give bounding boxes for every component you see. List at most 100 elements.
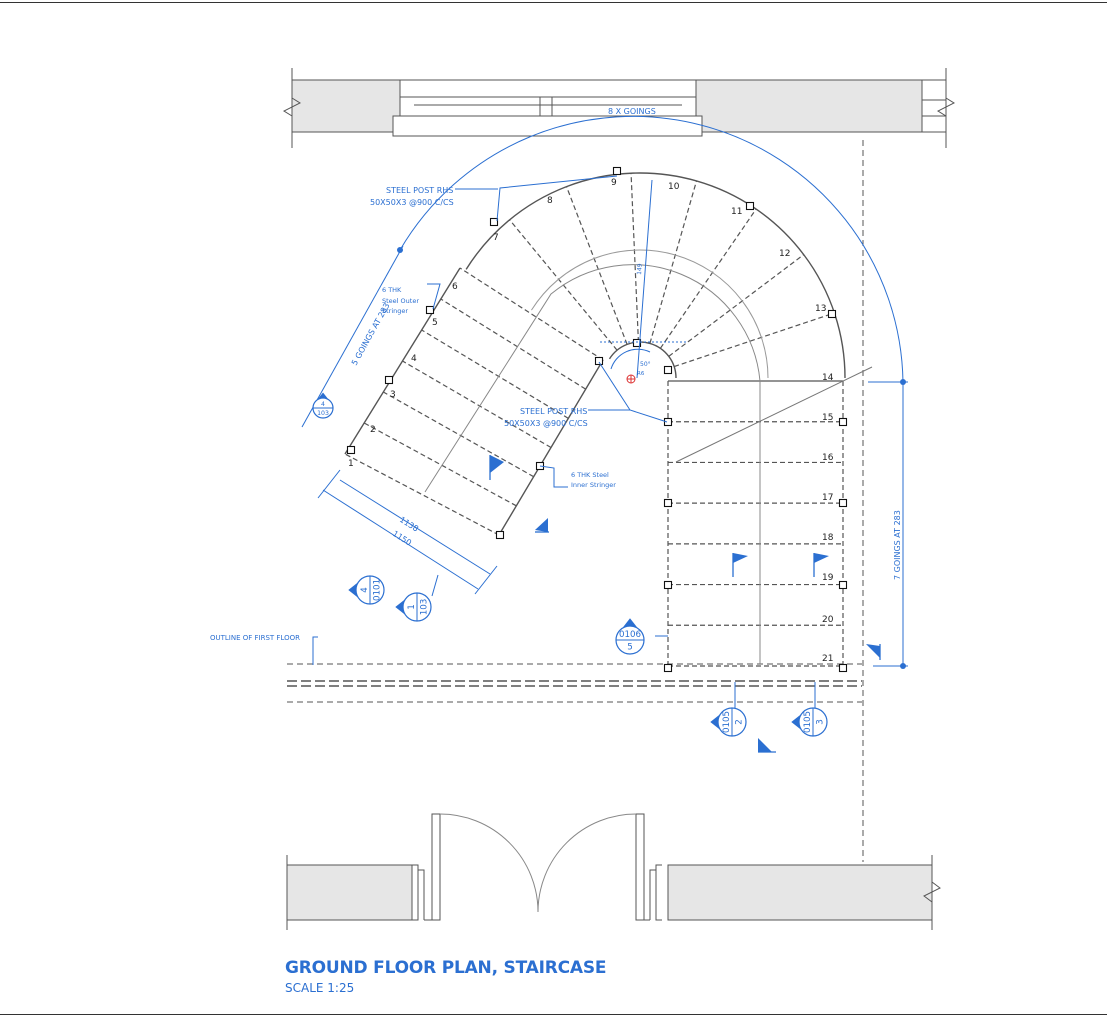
tread-line (344, 453, 500, 536)
tread-number: 18 (822, 533, 834, 543)
tread-number: 5 (432, 318, 438, 328)
section-pointer-icon (622, 618, 638, 629)
section-marker: 0106 5 (615, 618, 645, 655)
section-marker-top: 0105 (803, 711, 813, 733)
walkline (424, 264, 761, 664)
tread-number: 9 (611, 178, 617, 188)
tread-number: 8 (547, 196, 553, 206)
left-door-swing (439, 813, 539, 913)
tread-number: 1 (348, 459, 354, 469)
section-marker-bottom: 3 (816, 719, 826, 725)
winder-tread-line (630, 173, 640, 343)
first-floor-outline-lines (287, 663, 862, 703)
stair-treads (344, 173, 843, 667)
steel-post-mid-label-1: STEEL POST RHS (520, 407, 587, 416)
steel-post-marker (663, 580, 673, 590)
steel-post-marker (384, 375, 394, 385)
view-flag-icon (535, 518, 548, 532)
tread-line (459, 267, 604, 361)
steel-post-marker (663, 365, 673, 375)
dim-1138-label: 1138 (398, 515, 420, 533)
annotation-labels: 8 X GOINGS STEEL POST RHS 50X50X3 @900 C… (210, 107, 902, 642)
tread-number: 19 (822, 573, 834, 583)
left-goings-dimension (301, 245, 404, 428)
view-flag-icon (814, 553, 829, 563)
steel-post-marker (425, 305, 435, 315)
angle-label: 50° (640, 361, 651, 368)
inner-stringer-label-2: Inner Stringer (571, 481, 616, 489)
right-goings-label: 7 GOINGS AT 283 (893, 510, 902, 580)
section-pointer-icon (791, 714, 802, 730)
tread-number: 21 (822, 654, 833, 664)
dim-tick (900, 379, 906, 385)
view-flags (489, 455, 881, 753)
section-marker-bottom: 103 (420, 599, 430, 616)
top-wall-left-segment (291, 79, 401, 133)
drawing-title: GROUND FLOOR PLAN, STAIRCASE (285, 958, 607, 978)
section-pointer-icon (348, 582, 359, 598)
view-flag-icon (733, 553, 748, 563)
tread-number: 16 (822, 453, 834, 463)
section-marker-bottom: 103 (317, 410, 329, 417)
section-marker-bottom: 5 (627, 643, 633, 653)
tread-number: 14 (822, 373, 834, 383)
walkline-arc (531, 249, 769, 379)
tread-line (421, 329, 569, 419)
outline-first-floor-label: OUTLINE OF FIRST FLOOR (210, 634, 300, 642)
inner-stringer-label-1: 6 THK Steel (571, 471, 609, 479)
steel-post-marker (663, 417, 673, 427)
outer-stringer-label-3: Stringer (382, 307, 408, 315)
top-wall-break-lines (282, 68, 956, 148)
section-marker-top: 0106 (619, 630, 641, 640)
section-marker-bottom: 0101 (373, 579, 383, 601)
right-door-swing (537, 813, 637, 913)
tread-number: 12 (779, 249, 790, 259)
winder-tread-line (649, 180, 698, 344)
top-wall (291, 79, 947, 133)
right-door-leaf (635, 813, 645, 921)
steel-posts (346, 166, 848, 673)
steel-post-marker (745, 201, 755, 211)
section-marker-bottom: 2 (735, 719, 745, 725)
steel-post-marker (495, 530, 505, 540)
tread-number: 17 (822, 493, 833, 503)
tread-number: 3 (390, 390, 396, 400)
steel-post-marker (663, 663, 673, 673)
outer-stringer-label-2: Steel Outer (382, 297, 419, 305)
steel-post-marker (838, 580, 848, 590)
section-marker-top: 0105 (722, 711, 732, 733)
winder-tread-line (565, 186, 628, 345)
section-marker-top: 4 (321, 401, 325, 408)
steel-post-marker (594, 356, 604, 366)
cut-line (675, 366, 873, 463)
steel-post-marker (612, 166, 622, 176)
steel-post-marker (827, 309, 837, 319)
section-pointer-icon (710, 714, 721, 730)
outer-stringer-curve (465, 172, 846, 379)
steel-post-marker (346, 445, 356, 455)
winder-tread-line (673, 312, 835, 368)
view-flag-icon (758, 738, 772, 752)
tread-number: 6 (452, 282, 458, 292)
bottom-wall-details (286, 855, 941, 930)
view-flag-icon (490, 455, 504, 473)
left-goings-label: 5 GOINGS AT 283 (350, 302, 392, 367)
steel-post-marker (838, 498, 848, 508)
section-marker-top: 4 (360, 587, 370, 593)
view-flag-icon (866, 644, 880, 658)
radius-label: R6 (637, 371, 645, 377)
bottom-wall-left-segment (286, 864, 413, 921)
dim-tick (900, 663, 906, 669)
top-wall-end-cap (921, 79, 947, 133)
tread-line (383, 391, 534, 478)
double-door (424, 813, 650, 921)
top-window (392, 79, 703, 137)
outer-stringer (344, 267, 461, 455)
